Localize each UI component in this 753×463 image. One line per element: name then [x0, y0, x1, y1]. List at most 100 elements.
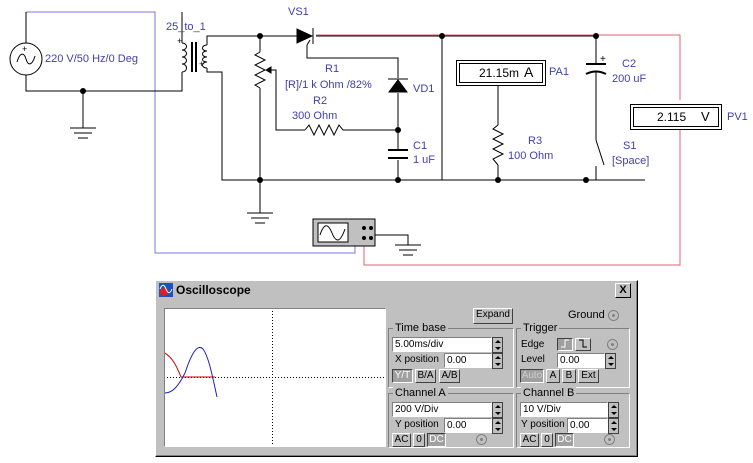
channel-a-ac-button[interactable]: AC [392, 433, 411, 447]
x-position-spinner[interactable] [492, 353, 503, 369]
close-button[interactable]: X [615, 283, 631, 298]
falling-edge-icon [579, 339, 587, 348]
grid-dot [362, 377, 363, 378]
grid-dot [230, 377, 231, 378]
trigger-auto-button[interactable]: Auto [520, 369, 544, 383]
oscilloscope-titlebar[interactable]: Oscilloscope X [158, 282, 633, 298]
trigger-ext-button[interactable]: Ext [578, 369, 599, 383]
grid-dot [356, 377, 357, 378]
grid-dot [272, 365, 273, 366]
channel-b-ypos-spinner[interactable] [608, 418, 619, 434]
mode-ab-button[interactable]: A/B [439, 369, 460, 383]
thyristor-label: VS1 [288, 6, 309, 18]
channel-a-ypos-field[interactable]: 0.00 [444, 418, 492, 433]
grid-dot [302, 377, 303, 378]
grid-dot [272, 434, 273, 435]
rising-edge-icon [561, 339, 569, 348]
grid-dot [377, 377, 378, 378]
channel-b-terminal[interactable] [604, 434, 615, 445]
grid-dot [374, 377, 375, 378]
svg-text:+: + [600, 54, 606, 65]
grid-dot [269, 377, 270, 378]
potentiometer-icon[interactable] [253, 51, 275, 89]
probe-wire-a [316, 34, 681, 266]
channel-a-terminal[interactable] [476, 434, 487, 445]
channel-b-scale-spinner[interactable] [608, 402, 619, 418]
channel-b-dc-button[interactable]: DC [555, 433, 574, 447]
oscilloscope-window[interactable]: Oscilloscope X Expand Ground Time base 5… [155, 280, 638, 457]
grid-dot [239, 377, 240, 378]
r3-value: 100 Ohm [508, 150, 554, 162]
channel-b-ypos-field[interactable]: 0.00 [567, 418, 608, 433]
grid-dot [287, 377, 288, 378]
trigger-b-button[interactable]: B [562, 369, 576, 383]
edge-falling-button[interactable] [575, 338, 591, 351]
r2-value: 300 Ohm [292, 110, 338, 122]
level-label: Level [521, 354, 545, 365]
grid-dot [284, 377, 285, 378]
grid-dot [173, 377, 174, 378]
grid-dot [233, 377, 234, 378]
ammeter-unit: A [524, 64, 534, 80]
timebase-spinner[interactable] [492, 337, 503, 353]
trigger-terminal[interactable] [607, 339, 618, 350]
grid-dot [350, 377, 351, 378]
thyristor-icon[interactable] [296, 28, 314, 46]
grid-dot [260, 377, 261, 378]
grid-dot [266, 377, 267, 378]
oscilloscope-screen [164, 308, 386, 447]
expand-button[interactable]: Expand [473, 308, 513, 324]
grid-dot [272, 392, 273, 393]
edge-rising-button[interactable] [557, 338, 573, 351]
channel-a-zero-button[interactable]: 0 [413, 433, 425, 447]
scope-symbol-icon[interactable] [312, 218, 376, 247]
grid-dot [341, 377, 342, 378]
grid-dot [272, 428, 273, 429]
grid-dot [299, 377, 300, 378]
transformer-icon[interactable]: + + [177, 36, 208, 73]
channel-a-group: Channel A 200 V/Div Y position 0.00 AC 0… [388, 387, 514, 448]
grid-dot [272, 320, 273, 321]
capacitor-c2-icon[interactable]: + [585, 54, 607, 75]
ac-source-icon[interactable]: + [9, 42, 43, 76]
channel-a-dc-button[interactable]: DC [427, 433, 446, 447]
grid-dot [272, 341, 273, 342]
grid-dot [272, 344, 273, 345]
edge-label: Edge [521, 339, 545, 350]
grid-dot [242, 377, 243, 378]
level-field[interactable]: 0.00 [557, 353, 605, 368]
grid-dot [254, 377, 255, 378]
ground-terminal[interactable] [608, 310, 619, 321]
resistor-r2-icon[interactable] [304, 123, 345, 137]
grid-dot [218, 377, 219, 378]
channel-b-scale-field[interactable]: 10 V/Div [520, 402, 608, 417]
mode-yt-button[interactable]: Y/T [392, 369, 413, 383]
switch-icon[interactable] [595, 139, 605, 166]
channel-a-ypos-spinner[interactable] [492, 418, 503, 434]
trigger-group: Trigger Edge Level 0.00 Auto A B Ext [516, 322, 630, 388]
grid-dot [380, 377, 381, 378]
mode-ba-button[interactable]: B/A [415, 369, 436, 383]
channel-b-ypos-label: Y position [521, 419, 565, 430]
grid-dot [272, 398, 273, 399]
channel-a-scale-spinner[interactable] [492, 402, 503, 418]
source-label: 220 V/50 Hz/0 Deg [45, 53, 138, 65]
timebase-field[interactable]: 5.00ms/div [392, 337, 492, 352]
channel-b-ac-button[interactable]: AC [520, 433, 539, 447]
level-spinner[interactable] [605, 353, 616, 369]
diode-icon[interactable] [388, 78, 408, 93]
grid-dot [227, 377, 228, 378]
svg-text:+: + [22, 44, 27, 54]
voltmeter-unit: V [701, 109, 710, 124]
trigger-a-button[interactable]: A [546, 369, 560, 383]
capacitor-c1-icon[interactable] [388, 149, 408, 159]
channel-a-scale-field[interactable]: 200 V/Div [392, 402, 492, 417]
x-position-field[interactable]: 0.00 [444, 353, 492, 368]
grid-dot [275, 377, 276, 378]
grid-dot [272, 332, 273, 333]
grid-dot [215, 377, 216, 378]
channel-b-zero-button[interactable]: 0 [541, 433, 553, 447]
resistor-r3-icon[interactable] [491, 124, 505, 166]
grid-dot [245, 377, 246, 378]
r1-value: [R]/1 k Ohm /82% [285, 79, 372, 91]
